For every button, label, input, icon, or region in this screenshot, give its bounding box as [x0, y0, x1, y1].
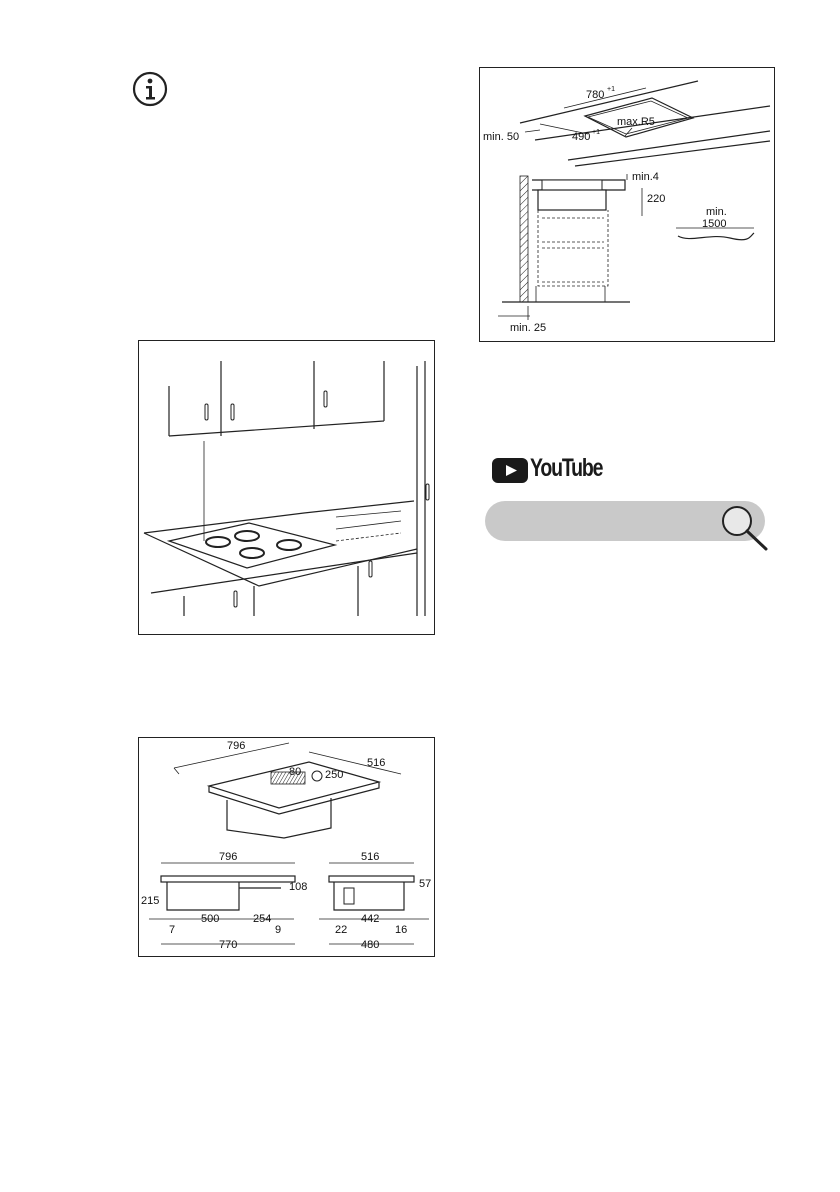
youtube-logo-text: YouTube — [530, 454, 602, 483]
depth-cut-label: 490 — [572, 131, 590, 143]
min-gap-label: min.4 — [632, 171, 659, 183]
installation-diagram: 780 +1 490 +1 max.R5 min. 50 min.4 220 m… — [479, 67, 775, 342]
side-width-label: 516 — [361, 851, 379, 863]
extract-radius-label: 250 — [325, 769, 343, 781]
radius-label: max.R5 — [617, 116, 655, 128]
search-icon[interactable] — [718, 502, 772, 552]
cable-min-label: min. — [706, 206, 727, 218]
front-width-label: 796 — [219, 851, 237, 863]
front-left-label: 7 — [169, 924, 175, 936]
side-h-label: 57 — [419, 878, 431, 890]
min-wall-label: min. 25 — [510, 322, 546, 334]
depth-tol-label: +1 — [592, 129, 600, 136]
info-icon — [132, 71, 168, 107]
side-mid-label: 442 — [361, 913, 379, 925]
width-cut-label: 780 — [586, 89, 604, 101]
width-tol-label: +1 — [607, 86, 615, 93]
front-a-label: 500 — [201, 913, 219, 925]
side-right-label: 16 — [395, 924, 407, 936]
front-right-label: 9 — [275, 924, 281, 936]
kitchen-diagram — [138, 340, 435, 635]
top-depth-label: 516 — [367, 757, 385, 769]
side-left-label: 22 — [335, 924, 347, 936]
front-height-label: 215 — [141, 895, 159, 907]
front-side-h-label: 108 — [289, 881, 307, 893]
dimensions-diagram: 796 516 80 250 796 215 108 500 254 7 9 7… — [138, 737, 435, 957]
front-total-label: 770 — [219, 939, 237, 951]
top-width-label: 796 — [227, 740, 245, 752]
front-b-label: 254 — [253, 913, 271, 925]
min-front-label: min. 50 — [483, 131, 519, 143]
height-label: 220 — [647, 193, 665, 205]
side-total-label: 480 — [361, 939, 379, 951]
extract-offset-label: 80 — [289, 766, 301, 778]
